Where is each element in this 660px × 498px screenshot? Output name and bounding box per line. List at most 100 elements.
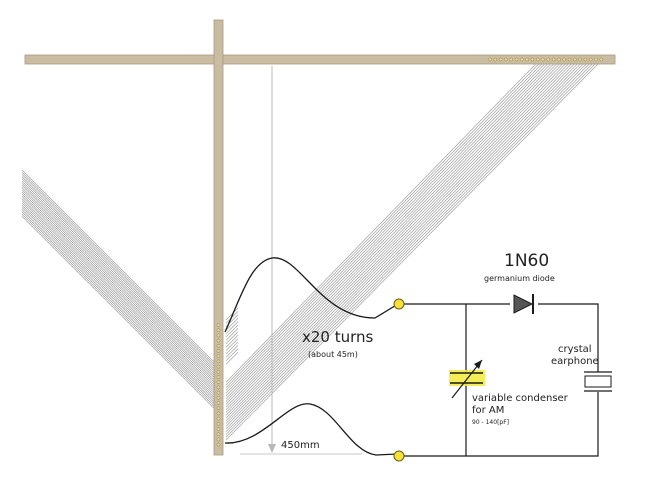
frame-peg — [216, 416, 221, 421]
coil-winding-line — [225, 317, 239, 331]
earphone-label-line1: crystal — [558, 344, 592, 355]
coil-winding-line — [225, 61, 580, 421]
frame-peg — [216, 349, 221, 353]
coil-winding-line — [21, 178, 215, 372]
frame-peg — [573, 57, 577, 62]
frame-peg — [599, 57, 604, 62]
coil-winding-line — [225, 61, 553, 397]
coil-winding-line — [225, 61, 559, 402]
coil-winding-line — [225, 61, 592, 432]
frame-peg — [216, 343, 221, 348]
coil-winding-line — [225, 61, 547, 391]
coil-winding-line — [225, 334, 239, 348]
diode-type-label: germanium diode — [484, 274, 555, 283]
coil-winding-line — [225, 61, 571, 413]
coil-winding-line — [21, 171, 215, 365]
frame-peg — [216, 354, 221, 359]
coil-winding-line — [21, 180, 215, 374]
coil-winding-line — [21, 169, 215, 363]
frame-vertical-arm — [213, 19, 224, 456]
earphone-label-line2: earphone — [551, 356, 599, 367]
coil-winding-line — [225, 61, 568, 410]
frame-peg — [216, 369, 221, 374]
frame-peg — [541, 57, 545, 62]
coil-winding-line — [225, 348, 239, 362]
frame-peg — [216, 432, 221, 437]
frame-peg — [216, 364, 221, 369]
frame-peg — [594, 57, 598, 62]
coil-winding-line — [21, 215, 215, 409]
lower-lead-wire — [224, 403, 399, 456]
coil-winding-line — [225, 341, 239, 355]
frame-peg — [493, 57, 498, 62]
coil-winding-line — [225, 345, 239, 358]
coil-winding-line — [21, 211, 215, 405]
capacitor-range-label: 90 - 140[pF] — [472, 419, 509, 426]
frame-peg — [588, 57, 593, 62]
dimension-arrow — [268, 444, 276, 453]
coil-winding-line — [225, 61, 577, 419]
frame-peg — [216, 442, 221, 447]
frame-peg — [567, 57, 572, 62]
capacitor-highlight — [449, 370, 485, 386]
frame-peg — [216, 375, 221, 379]
coil-winding-line — [225, 61, 562, 405]
frame-peg — [216, 427, 221, 431]
coil-winding-line — [225, 61, 589, 430]
coil-winding-line — [21, 182, 215, 376]
coil-winding-line — [21, 193, 215, 387]
frame-peg — [216, 323, 221, 327]
frame-pegs — [216, 57, 604, 447]
coil-winding-line — [21, 204, 215, 398]
coil-winding-line — [21, 191, 215, 385]
coil-winding-line — [225, 338, 239, 351]
bottom-circuit-wire — [398, 392, 599, 457]
earphone-crystal — [584, 375, 612, 388]
frame-peg — [551, 57, 556, 62]
frame-peg — [546, 57, 551, 62]
loop-coil-windings — [21, 61, 601, 441]
frame-peg — [578, 57, 582, 62]
coil-winding-line — [21, 202, 215, 396]
frame-peg — [509, 57, 514, 62]
frame-peg — [535, 57, 540, 62]
frame-peg — [216, 333, 221, 338]
coil-winding-line — [21, 213, 215, 407]
frame-peg — [562, 57, 567, 62]
diode-to-earphone-wire — [538, 303, 599, 372]
coil-winding-line — [225, 61, 574, 416]
coil-winding-line — [225, 61, 541, 386]
frame-peg — [583, 57, 588, 62]
diode-part-label: 1N60 — [504, 251, 549, 271]
coil-winding-line — [225, 324, 239, 338]
coil-winding-line — [21, 189, 215, 383]
coil-winding-line — [21, 198, 215, 391]
coil-winding-line — [225, 61, 538, 383]
frame-peg — [498, 57, 503, 62]
frame-peg — [216, 395, 221, 400]
coil-winding-line — [225, 61, 556, 399]
frame-peg — [216, 328, 221, 333]
frame-peg — [216, 338, 221, 343]
frame-peg — [216, 421, 221, 426]
frame-peg — [216, 406, 221, 411]
coil-winding-line — [225, 328, 239, 341]
capacitor-arrow-head — [474, 360, 482, 369]
wire-length-label: (about 45m) — [308, 350, 358, 359]
frame-peg — [504, 57, 508, 62]
frame-peg — [216, 390, 221, 395]
coil-winding-line — [225, 61, 595, 435]
upper-lead-wire — [224, 257, 399, 333]
coil-winding-line — [21, 187, 215, 380]
frame-peg — [216, 359, 221, 364]
coil-winding-line — [225, 61, 583, 424]
coil-turns-label: x20 turns — [302, 328, 374, 346]
coil-winding-line — [21, 174, 215, 367]
diode-symbol — [513, 294, 534, 314]
frame-peg — [216, 411, 221, 416]
frame-peg — [488, 57, 492, 62]
terminal-top — [393, 298, 405, 310]
coil-winding-line — [21, 196, 215, 389]
coil-winding-line — [225, 61, 550, 394]
